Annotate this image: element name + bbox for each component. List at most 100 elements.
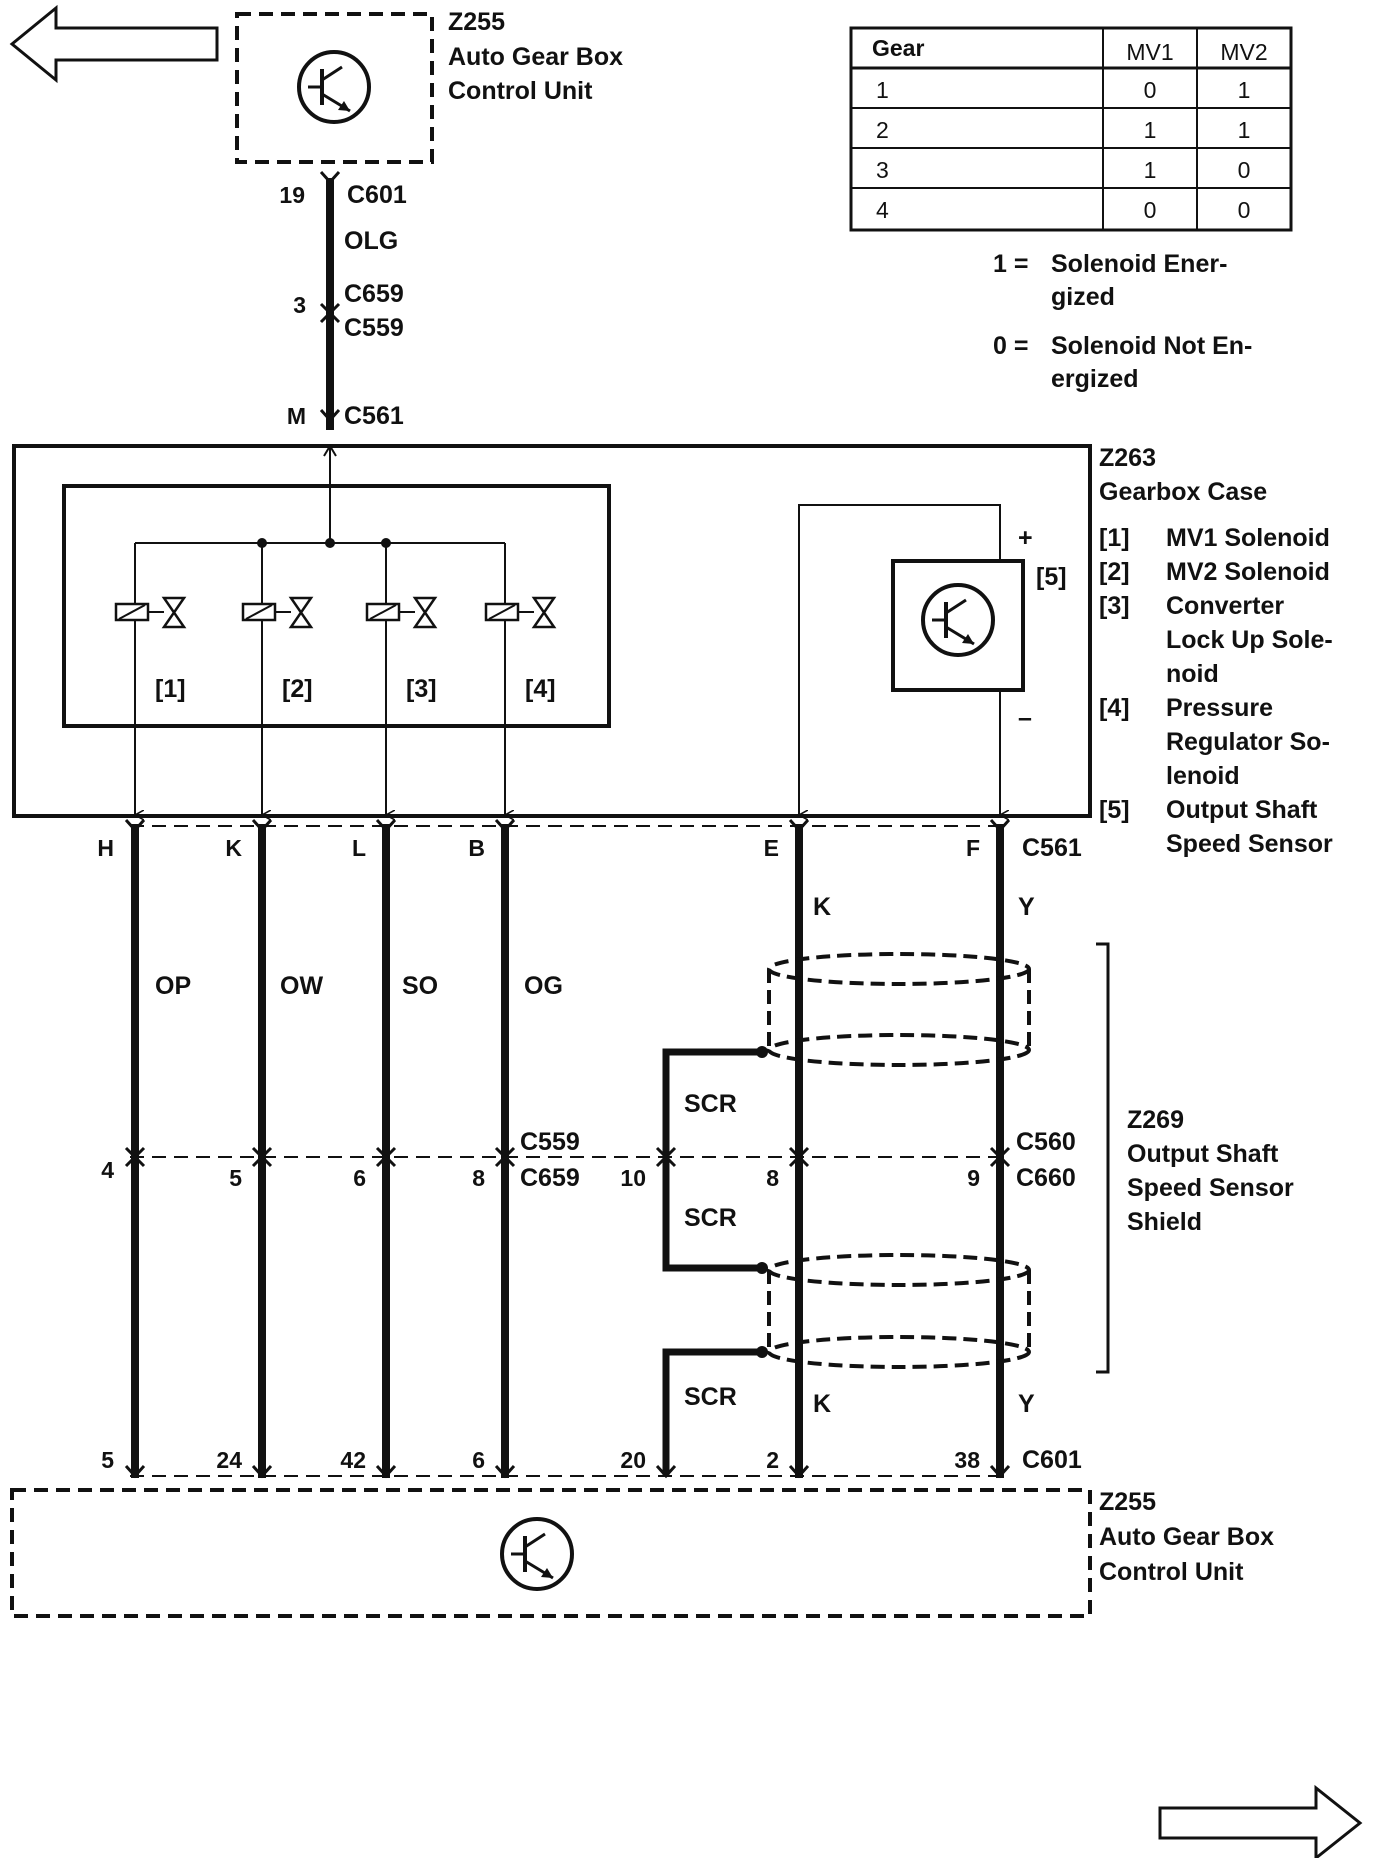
bottom-ecu-id: Z255	[1099, 1488, 1156, 1516]
gear-table-header-mv1: MV1	[1126, 39, 1173, 65]
legend-text-4a: Pressure	[1166, 694, 1273, 722]
inline-right-conn-c560: C560	[1016, 1128, 1076, 1156]
shield-id: Z269	[1127, 1106, 1184, 1134]
legend-tag-3: [3]	[1099, 592, 1130, 620]
solenoid-1	[114, 543, 187, 815]
legend-text-2: MV2 Solenoid	[1166, 558, 1330, 586]
transistor-icon	[297, 50, 371, 124]
note-energized-line1: Solenoid Ener-	[1051, 250, 1227, 278]
solenoid-icon	[365, 602, 401, 622]
sensor-tag: [5]	[1036, 563, 1067, 591]
legend-text-3a: Converter	[1166, 592, 1284, 620]
note-energized-line2: gized	[1051, 283, 1115, 311]
right-arrow-icon[interactable]	[1158, 1784, 1363, 1858]
harness-wires	[131, 824, 1004, 1478]
connector-pin-marks	[124, 818, 1011, 1479]
transistor-icon	[921, 583, 995, 657]
c601-pin-6: 6	[472, 1447, 485, 1473]
gearbox-name: Gearbox Case	[1099, 478, 1267, 506]
connector-rails	[130, 825, 1005, 1477]
top-wire-pin-19: 19	[279, 182, 305, 208]
c601-pin-38: 38	[954, 1447, 980, 1473]
inline-pin-6: 6	[353, 1165, 366, 1191]
wire-color-f-top: Y	[1018, 893, 1035, 921]
gear-table-cell: 0	[1144, 77, 1157, 103]
c561-pin-e: E	[764, 835, 779, 861]
legend-text-1: MV1 Solenoid	[1166, 524, 1330, 552]
gear-table-cell: 1	[876, 77, 889, 103]
solenoid-icon	[114, 602, 150, 622]
legend-tag-4: [4]	[1099, 694, 1130, 722]
left-arrow-icon[interactable]	[9, 4, 219, 84]
sensor-plus: +	[1018, 524, 1033, 552]
top-ecu-name-line1: Auto Gear Box	[448, 43, 623, 71]
legend-text-3b: Lock Up Sole-	[1166, 626, 1333, 654]
c601-pin-5: 5	[101, 1447, 114, 1473]
gear-table-cell: 1	[1144, 157, 1157, 183]
solenoid-block	[62, 484, 611, 728]
top-ecu-id: Z255	[448, 8, 505, 36]
solenoid-tag-2: [2]	[282, 675, 313, 703]
legend-text-4b: Regulator So-	[1166, 728, 1330, 756]
top-wire	[319, 170, 341, 430]
gear-table-cell: 4	[876, 197, 889, 223]
wire-color-f-bottom: Y	[1018, 1390, 1035, 1418]
bottom-ecu-module	[10, 1488, 1092, 1618]
gear-table-cell: 2	[876, 117, 889, 143]
legend-tag-2: [2]	[1099, 558, 1130, 586]
gear-table-header-mv2: MV2	[1220, 39, 1267, 65]
scr-label-2: SCR	[684, 1204, 737, 1232]
c601-pin-24: 24	[216, 1447, 242, 1473]
solenoid-3	[365, 543, 438, 815]
c561-pin-b: B	[468, 835, 485, 861]
shield-name-line1: Output Shaft	[1127, 1140, 1279, 1168]
wire-color-og: OG	[524, 972, 563, 1000]
inline-pin-9: 9	[967, 1165, 980, 1191]
legend-text-4c: lenoid	[1166, 762, 1240, 790]
legend-tag-5: [5]	[1099, 796, 1130, 824]
gear-table-cell: 1	[1238, 117, 1251, 143]
top-wire-pin-m: M	[287, 403, 306, 429]
gear-table-cell: 0	[1144, 197, 1157, 223]
legend-text-5b: Speed Sensor	[1166, 830, 1333, 858]
gear-table-header-gear: Gear	[872, 35, 924, 61]
top-wire-pin-3: 3	[293, 292, 306, 318]
inline-pin-8: 8	[472, 1165, 485, 1191]
top-wire-conn-c559: C559	[344, 314, 404, 342]
scr-label-1: SCR	[684, 1090, 737, 1118]
valve-icon	[518, 596, 557, 629]
c601-pin-20: 20	[620, 1447, 646, 1473]
solenoid-tag-3: [3]	[406, 675, 437, 703]
gear-table-cell: 1	[1144, 117, 1157, 143]
top-wire-conn-c561: C561	[344, 402, 404, 430]
wire-color-so: SO	[402, 972, 438, 1000]
sensor-minus: –	[1018, 704, 1032, 732]
gear-table-cell: 0	[1238, 197, 1251, 223]
legend-tag-1: [1]	[1099, 524, 1130, 552]
c601-pin-42: 42	[340, 1447, 366, 1473]
c561-pin-f: F	[966, 835, 980, 861]
solenoid-2	[241, 543, 314, 815]
note-not-energized-key: 0 =	[993, 332, 1028, 360]
legend: [1] MV1 Solenoid [2] MV2 Solenoid [3] Co…	[1099, 524, 1333, 858]
top-wire-color: OLG	[344, 227, 398, 255]
valve-icon	[399, 596, 438, 629]
inline-pin-10: 10	[620, 1165, 646, 1191]
top-wire-conn-c601: C601	[347, 181, 407, 209]
valve-icon	[275, 596, 314, 629]
inline-pin-5: 5	[229, 1165, 242, 1191]
note-not-energized-line2: ergized	[1051, 365, 1139, 393]
c601-label: C601	[1022, 1446, 1082, 1474]
shield-name-line3: Shield	[1127, 1208, 1202, 1236]
c561-pin-l: L	[352, 835, 366, 861]
solenoid-bus	[135, 444, 505, 548]
gear-table-cell: 0	[1238, 157, 1251, 183]
gearbox-case-box	[12, 444, 1092, 818]
gear-table-cell: 3	[876, 157, 889, 183]
gear-table: Gear MV1 MV2 1 0 1 2 1 1 3 1 0 4 0 0	[849, 26, 1293, 232]
shield-loop-icon	[767, 952, 1031, 1067]
wire-color-e-bottom: K	[813, 1390, 831, 1418]
wire-color-op: OP	[155, 972, 191, 1000]
gear-table-cell: 1	[1238, 77, 1251, 103]
scr-drain-wire	[662, 1048, 762, 1476]
